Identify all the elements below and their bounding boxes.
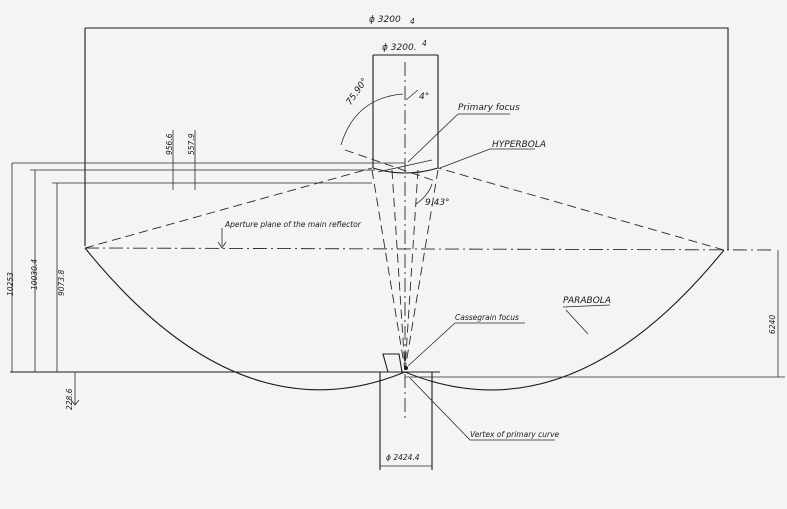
bottom-dim-mark	[70, 372, 80, 406]
big-angle-arc	[340, 93, 404, 146]
bottom-column	[379, 372, 433, 470]
cassegrain-focus-label: Cassegrain focus	[455, 313, 519, 322]
feed-horn	[382, 353, 403, 373]
parabola-label: PARABOLA	[563, 296, 611, 306]
hyperbola-leader	[439, 148, 535, 169]
edge-rays	[84, 167, 725, 251]
primary-focus-label: Primary focus	[458, 103, 520, 113]
height-2-dim	[30, 169, 375, 372]
feed-rays	[371, 169, 439, 371]
height-right-label: 6240	[768, 315, 777, 334]
inner-diameter-label: ϕ 3200.	[382, 43, 417, 53]
hyperbola-curve	[372, 167, 439, 174]
primary-focus-tick	[377, 159, 433, 173]
height-2-label: 10030.4	[30, 259, 39, 290]
small-dim-lines	[172, 130, 196, 190]
height-total-label: 10253	[6, 272, 15, 296]
small-angle-mark	[405, 89, 419, 101]
small-dim-1: 956.6	[165, 133, 174, 155]
height-3-label: 9073.8	[57, 270, 66, 296]
parabola-leader	[562, 304, 611, 335]
vertex-leader	[409, 377, 555, 441]
mid-angle-label: 9.43°	[425, 198, 450, 208]
height-bottom-label: 228.6	[65, 388, 74, 410]
vertex-label: Vertex of primary curve	[470, 430, 560, 439]
subreflector-column	[372, 54, 439, 168]
focus-point	[404, 366, 408, 370]
hyperbola-label: HYPERBOLA	[492, 140, 546, 150]
aperture-plane-label: Aperture plane of the main reflector	[224, 220, 362, 229]
outer-diameter-frame	[84, 27, 729, 250]
cassegrain-leader	[407, 322, 525, 367]
bottom-diameter-label: ϕ 2424.4	[386, 453, 420, 462]
small-dim-2: 557.9	[187, 133, 196, 155]
small-angle-label: 4°	[419, 92, 429, 102]
height-total-dim	[11, 162, 405, 372]
aperture-plane-line	[84, 247, 773, 251]
height-3-dim	[52, 182, 372, 372]
big-angle-label: 75.90°	[345, 77, 371, 108]
mid-angle-arc	[415, 183, 433, 205]
aperture-plane-arrow	[217, 228, 227, 249]
outer-diameter-label: ϕ 3200	[369, 15, 401, 25]
outer-diameter-suffix: 4	[410, 17, 415, 26]
inner-diameter-suffix: 4	[422, 39, 427, 48]
ray-1	[344, 149, 439, 183]
primary-focus-leader	[407, 113, 510, 163]
